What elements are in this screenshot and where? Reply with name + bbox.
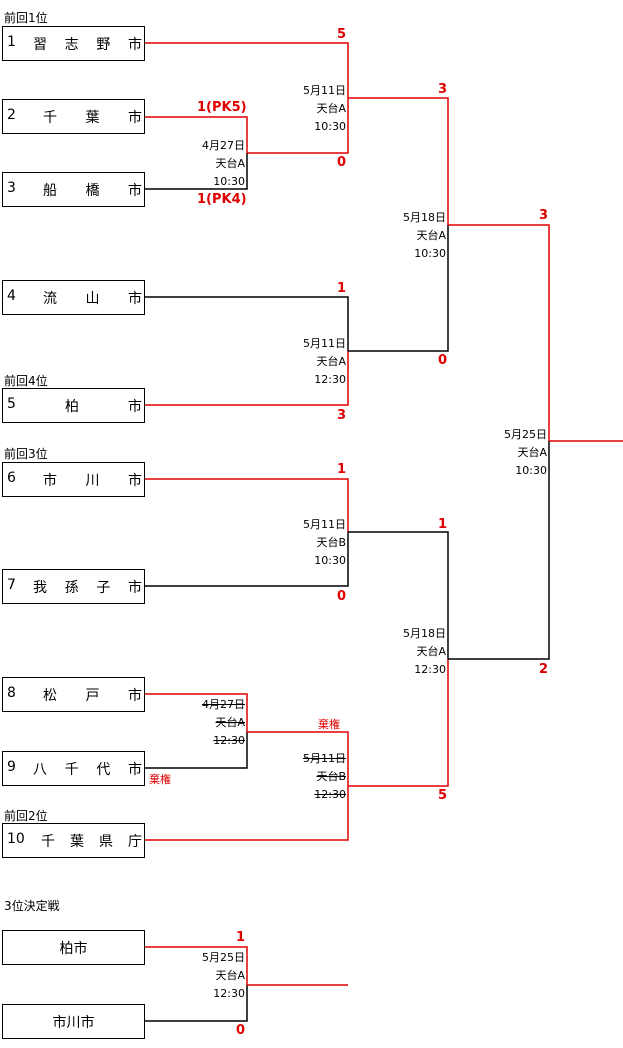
- team-number: 3: [7, 180, 16, 196]
- third-place-team-b: 市川市: [2, 1004, 145, 1039]
- forfeit-label-team9: 棄権: [149, 773, 171, 786]
- score-sf1-bottom: 0: [438, 353, 448, 368]
- score-team6: 1: [337, 462, 347, 477]
- team-name: 市川市: [43, 473, 142, 489]
- team-number: 10: [7, 831, 25, 847]
- team-number: 2: [7, 107, 16, 123]
- team-name: 市川市: [52, 1015, 95, 1031]
- third-place-title: 3位決定戦: [4, 899, 60, 913]
- note-prev-3rd: 前回3位: [4, 447, 48, 461]
- team-name: 柏市: [59, 941, 88, 957]
- score-team7: 0: [337, 589, 347, 604]
- score-team2: 1(PK5): [197, 100, 247, 115]
- score-final-top: 3: [539, 208, 549, 223]
- team-box-8: 8 松戸市: [2, 677, 145, 712]
- line-team1: [145, 42, 349, 98]
- line-sf1-bottom: [348, 225, 449, 352]
- score-third-b: 0: [236, 1023, 246, 1038]
- line-final-top: [448, 224, 550, 441]
- team-name: 習志野市: [33, 37, 142, 53]
- team-number: 1: [7, 34, 16, 50]
- line-3rd-b: [145, 985, 248, 1022]
- third-place-team-a: 柏市: [2, 930, 145, 965]
- line-final-bottom: [448, 441, 550, 660]
- team-name: 流山市: [43, 291, 142, 307]
- line-team6: [145, 478, 349, 532]
- team-name: 千葉県庁: [41, 834, 142, 850]
- note-prev-1st: 前回1位: [4, 11, 48, 25]
- team-name: 柏市: [65, 399, 142, 415]
- line-winner89: [247, 731, 349, 786]
- team-box-5: 5 柏市: [2, 388, 145, 423]
- note-prev-2nd: 前回2位: [4, 809, 48, 823]
- line-winner23: [247, 98, 349, 154]
- team-number: 9: [7, 759, 16, 775]
- line-3rd-a: [145, 946, 248, 985]
- line-team5: [145, 351, 349, 406]
- line-sf2-top: [348, 531, 449, 659]
- team-box-3: 3 船橋市: [2, 172, 145, 207]
- team-box-4: 4 流山市: [2, 280, 145, 315]
- score-third-a: 1: [236, 930, 246, 945]
- score-team4: 1: [337, 281, 347, 296]
- team-number: 4: [7, 288, 16, 304]
- line-team7: [145, 532, 349, 587]
- team-name: 松戸市: [43, 688, 142, 704]
- line-team8: [145, 693, 248, 732]
- score-sf2-bottom: 5: [438, 788, 448, 803]
- line-sf2-bottom: [348, 659, 449, 787]
- team-box-7: 7 我孫子市: [2, 569, 145, 604]
- team-name: 船橋市: [43, 183, 142, 199]
- line-team3: [145, 153, 248, 190]
- forfeit-label-r2: 棄権: [318, 718, 340, 731]
- team-number: 5: [7, 396, 16, 412]
- team-name: 我孫子市: [33, 580, 142, 596]
- score-team1: 5: [337, 27, 347, 42]
- team-name: 千葉市: [43, 110, 142, 126]
- score-winner23: 0: [337, 155, 347, 170]
- score-final-bottom: 2: [539, 662, 549, 677]
- line-team2: [145, 116, 248, 153]
- team-number: 8: [7, 685, 16, 701]
- team-name: 八千代市: [33, 762, 142, 778]
- score-team5: 3: [337, 408, 347, 423]
- line-team9: [145, 732, 248, 769]
- team-box-6: 6 市川市: [2, 462, 145, 497]
- team-box-9: 9 八千代市: [2, 751, 145, 786]
- team-box-2: 2 千葉市: [2, 99, 145, 134]
- line-team4: [145, 296, 349, 351]
- line-team10: [145, 786, 349, 841]
- team-box-10: 10 千葉県庁: [2, 823, 145, 858]
- team-number: 6: [7, 470, 16, 486]
- team-box-1: 1 習志野市: [2, 26, 145, 61]
- line-sf1-top: [348, 97, 449, 225]
- score-sf2-top: 1: [438, 517, 448, 532]
- team-number: 7: [7, 577, 16, 593]
- score-team3: 1(PK4): [197, 192, 247, 207]
- note-prev-4th: 前回4位: [4, 374, 48, 388]
- score-sf1-top: 3: [438, 82, 448, 97]
